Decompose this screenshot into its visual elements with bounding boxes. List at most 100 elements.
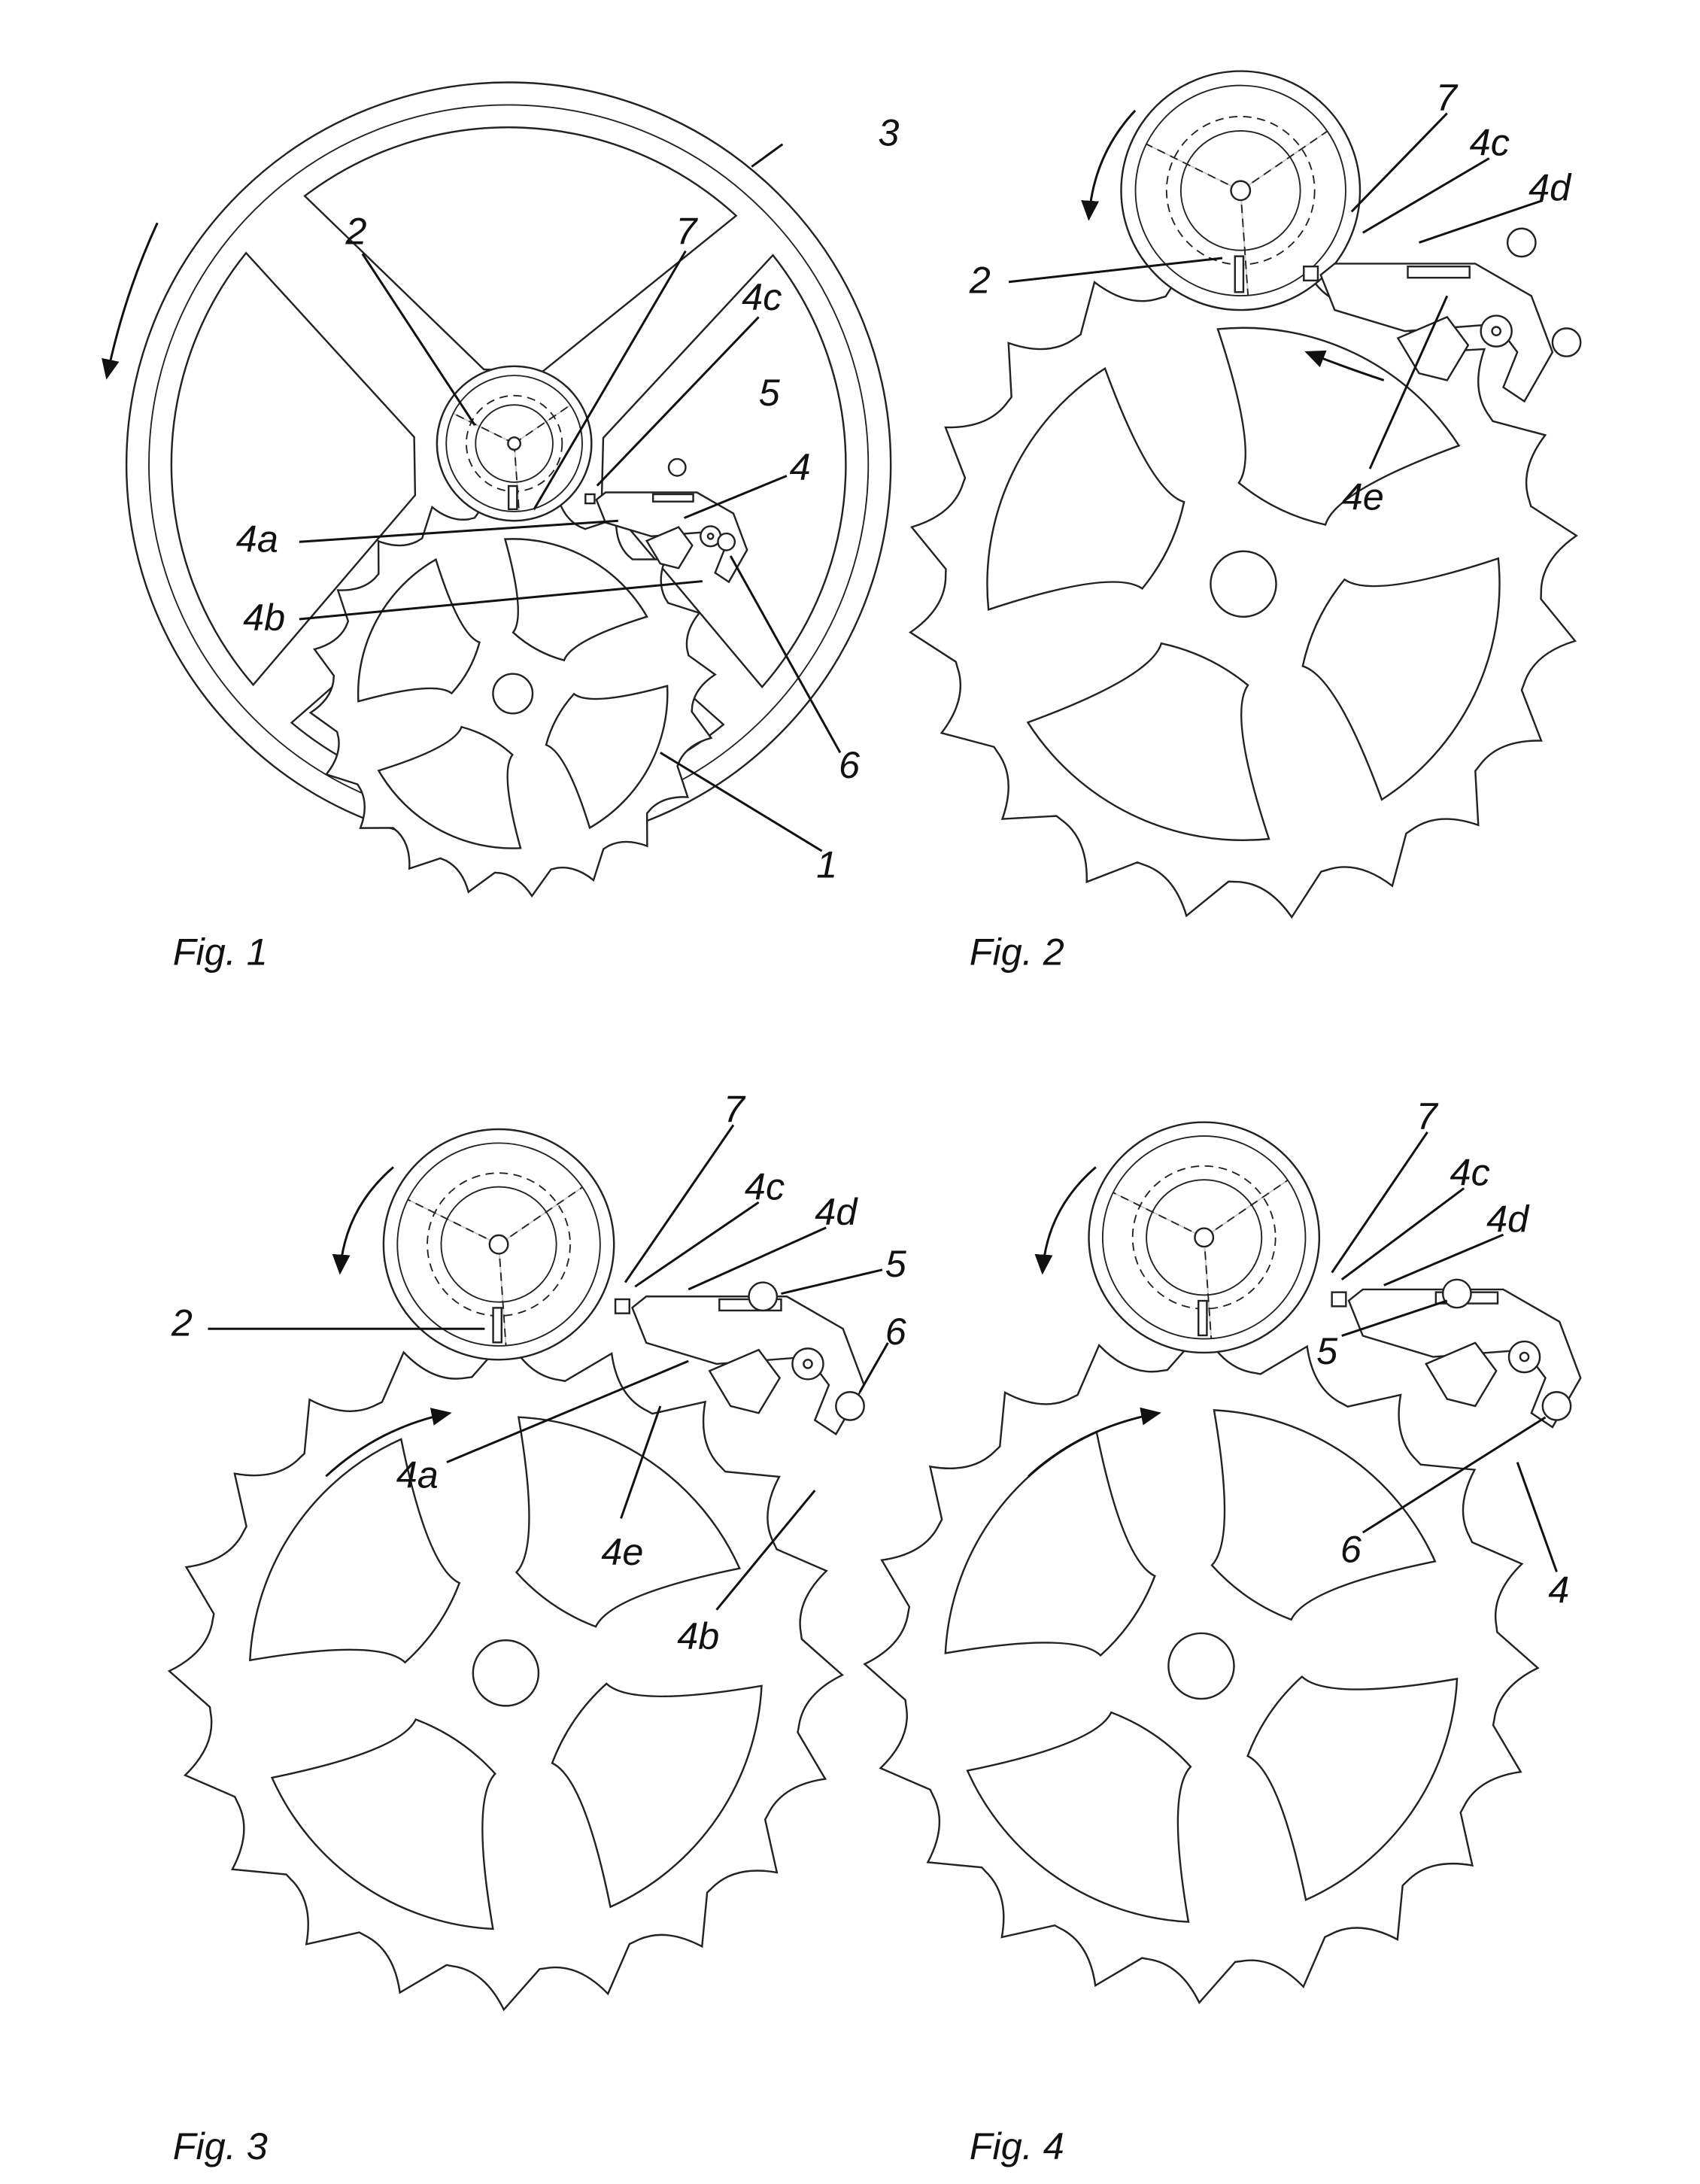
escape-wheel-window [986,366,1185,611]
callout-6: 6 [839,743,861,786]
callout-4d: 4d [815,1190,858,1233]
pin-6 [717,532,736,551]
pin-5 [667,457,687,477]
lever-pivot-center [803,1359,813,1369]
callout-3: 3 [878,111,899,154]
callout-2: 2 [345,209,366,252]
callout-5: 5 [885,1242,907,1285]
balance-arm-outline [1113,1192,1205,1238]
escape-wheel-window [1301,557,1501,801]
balance-wheel [436,365,593,522]
figure-2: 7 4c 4d 2 4e Fig. 2 [908,70,1582,973]
callout-4: 4 [1548,1568,1569,1611]
rotation-arrow [102,222,159,380]
balance-rim-inner [1134,84,1346,296]
callout-4c: 4c [1450,1151,1490,1194]
hairspring-inner [1179,130,1301,251]
pin-5 [1506,227,1537,258]
escape-wheel-hub [1210,550,1277,618]
large-wheel-window [303,126,738,373]
escape-wheel-window [503,538,648,662]
balance-arm-outline [514,404,571,445]
escape-wheel [908,249,1578,919]
figure-caption: Fig. 1 [173,930,268,973]
balance-rim-inner [1101,1135,1307,1340]
escape-wheel-hub [492,673,534,715]
balance-arm-outline [1240,130,1328,192]
pin-5 [748,1281,779,1312]
callout-6: 6 [885,1310,907,1353]
lever-body [595,491,748,584]
callout-2: 2 [171,1302,193,1344]
lever-pivot-center [1519,1351,1530,1362]
hairspring-inner [475,404,554,483]
lever-fork-4e [645,526,694,570]
callout-4: 4 [790,445,811,488]
figure-3: 7 4c 4d 5 2 6 4a 4e 4b Fig. 3 [167,1088,907,2167]
callout-4e: 4e [1342,475,1384,518]
figure-4: 7 4c 4d 5 6 4 Fig. 4 [863,1095,1582,2167]
escape-wheel-window [515,1416,741,1628]
balance-rim-inner [445,375,583,512]
balance-arm-outline [513,443,520,512]
balance-rotation-arrow [1034,1166,1097,1275]
impulse-pin-2 [507,484,518,511]
callout-7: 7 [1436,76,1459,119]
balance-wheel [382,1128,615,1361]
large-wheel-window [170,251,417,687]
balance-staff [1230,180,1252,202]
escape-wheel-window [270,1718,496,1930]
callout-5: 5 [759,371,781,414]
escape-wheel-window [966,1711,1192,1923]
escape-wheel-window [1026,642,1270,842]
escape-wheel [167,1335,844,2012]
stop-7 [614,1298,630,1314]
balance-rotation-arrow [1081,109,1137,221]
callout-4d: 4d [1528,166,1572,208]
balance-arm-outline [453,412,515,445]
stop-7 [1303,265,1319,282]
escape-wheel-window [249,1438,461,1664]
lever-blade-4d [1407,265,1471,279]
wheel-rotation-arrow [1028,1407,1161,1478]
pin-6 [835,1391,865,1421]
hairspring-inner [1146,1179,1263,1296]
stop-7 [584,493,596,505]
escape-wheel-window [377,725,522,849]
lever-pivot-center [706,532,715,540]
escape-wheel-window [1216,327,1461,526]
callout-4e: 4e [601,1530,643,1573]
callout-6: 6 [1340,1527,1362,1570]
pin-6 [1541,1391,1572,1421]
escape-wheel [308,489,717,898]
escape-wheel [863,1327,1540,2005]
lever-blade-4d [651,493,694,503]
impulse-pin-2 [1197,1299,1208,1337]
impulse-pin-2 [492,1307,503,1344]
escape-wheel-window [1210,1409,1437,1621]
lever-fork-4e [1425,1341,1498,1408]
balance-wheel [1088,1121,1321,1354]
callout-4d: 4d [1486,1197,1530,1240]
hairspring-inner [440,1186,557,1303]
wheel-rotation-arrow [1304,350,1385,381]
callout-7: 7 [675,209,698,252]
escape-wheel-window [551,1682,763,1909]
callout-7: 7 [724,1088,746,1131]
escape-wheel-hub [1167,1632,1235,1700]
callout-4a: 4a [236,517,278,560]
lever-body [1319,263,1554,403]
balance-rim-inner [396,1142,601,1347]
figure-caption: Fig. 4 [970,2125,1064,2167]
impulse-pin-2 [1234,255,1245,293]
lever-fork-4e [708,1348,782,1414]
figure-caption: Fig. 3 [173,2125,268,2167]
balance-arm-outline [1146,143,1241,192]
pin-5 [1441,1278,1472,1309]
balance-arm-outline [1204,1179,1289,1238]
balance-arm-outline [498,1244,507,1346]
large-wheel-window [600,254,847,688]
callout-4b: 4b [243,596,285,639]
escape-wheel-window [545,685,669,830]
